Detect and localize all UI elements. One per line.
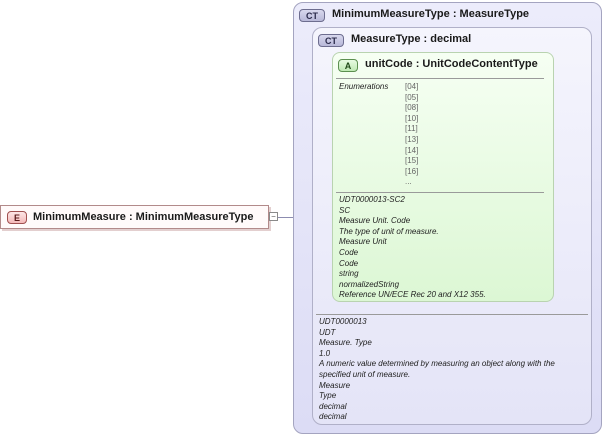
enumeration-value: ... [405, 177, 412, 187]
attribute-label: unitCode : UnitCodeContentType [365, 58, 538, 70]
complex-type-label: MinimumMeasureType : MeasureType [332, 8, 530, 20]
documentation-line: normalizedString [339, 279, 400, 289]
element-node[interactable]: E MinimumMeasure : MinimumMeasureType [0, 205, 269, 229]
complex-type-badge: CT [299, 9, 325, 22]
enumeration-value: [04] [405, 82, 419, 91]
documentation-line: UDT [319, 327, 336, 337]
documentation-line: specified unit of measure. [319, 369, 411, 379]
documentation-line: The type of unit of measure. [339, 226, 439, 236]
documentation-line: Reference UN/ECE Rec 20 and X12 355. [339, 290, 486, 300]
documentation-line: Measure. Type [319, 338, 372, 348]
documentation-line: Measure [319, 380, 351, 390]
enumerations-heading: Enumerations [339, 82, 389, 91]
attribute-badge: A [338, 59, 358, 72]
enumeration-value: [05] [405, 92, 419, 102]
enumeration-value: [13] [405, 134, 419, 144]
enumeration-value: [14] [405, 145, 419, 155]
documentation-line: 1.0 [319, 348, 331, 358]
element-badge: E [7, 211, 27, 224]
documentation-line: UDT0000013-SC2 [339, 195, 405, 204]
divider [336, 192, 544, 193]
enumeration-value: [16] [405, 166, 419, 176]
enumeration-value: [08] [405, 103, 419, 113]
enumeration-value: [10] [405, 113, 419, 123]
enumeration-list: [04][05][08][10][11][13][14][15][16]... [405, 82, 418, 188]
element-label: MinimumMeasure : MinimumMeasureType [33, 211, 254, 223]
documentation-line: SC [339, 205, 351, 215]
documentation-line: decimal [319, 401, 347, 411]
enumeration-value: [15] [405, 156, 419, 166]
divider [316, 314, 588, 315]
documentation-line: Code [339, 247, 359, 257]
documentation-line: Type [319, 391, 337, 401]
documentation-line: Measure Unit [339, 237, 387, 247]
documentation-line: Measure Unit. Code [339, 216, 411, 226]
enumeration-value: [11] [405, 124, 418, 134]
documentation-line: Code [339, 258, 359, 268]
base-type-badge: CT [318, 34, 344, 47]
documentation-line: UDT0000013 [319, 317, 367, 326]
documentation-line: string [339, 269, 359, 279]
documentation-line: A numeric value determined by measuring … [319, 359, 555, 369]
documentation-line: decimal [319, 412, 347, 422]
collapse-toggle[interactable]: − [269, 212, 278, 221]
attribute-node[interactable] [332, 52, 554, 302]
base-type-label: MeasureType : decimal [351, 33, 472, 45]
divider [336, 78, 544, 79]
